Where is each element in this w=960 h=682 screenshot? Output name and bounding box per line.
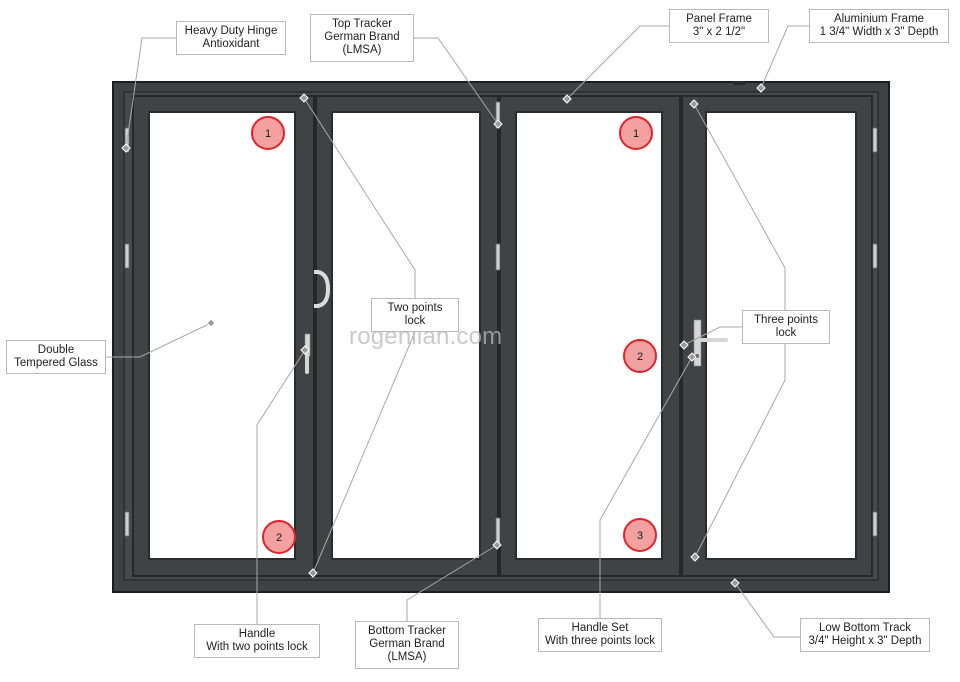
leader-tip-icon xyxy=(121,143,131,153)
callout-line: 3" x 2 1/2" xyxy=(692,26,746,38)
hinge-icon xyxy=(872,127,878,153)
callout-line: lock xyxy=(404,315,426,327)
number-badge-label: 3 xyxy=(637,530,643,542)
callout-line: 1 3/4" Width x 3" Depth xyxy=(819,26,939,38)
callout-line: With three points lock xyxy=(545,635,655,647)
number-badge xyxy=(623,518,657,552)
number-badge-label: 2 xyxy=(276,532,282,544)
leader-tip-icon xyxy=(689,99,699,109)
leader-line-three-lock-mid xyxy=(683,326,742,346)
leader-line-hinge xyxy=(125,37,176,149)
panel-2-glass xyxy=(331,111,481,560)
callout-line: Low Bottom Track xyxy=(818,622,912,634)
hinge-icon xyxy=(124,511,130,537)
callout-line: Top Tracker xyxy=(331,18,393,30)
callout-line: Antioxidant xyxy=(202,38,260,50)
number-badge-label: 1 xyxy=(265,128,271,140)
callout-line: German Brand xyxy=(324,31,400,43)
leader-tip-icon xyxy=(687,352,697,362)
leader-tip-icon xyxy=(206,318,216,328)
callout-line: Two points xyxy=(387,302,443,314)
leader-tip-icon xyxy=(756,83,766,93)
leader-tip-icon xyxy=(679,340,689,350)
callout-line: 3/4" Height x 3" Depth xyxy=(808,635,922,647)
number-badge-label: 2 xyxy=(637,351,643,363)
hinge-icon xyxy=(872,511,878,537)
callout-line: Double xyxy=(37,344,75,356)
handle-set-plate-icon xyxy=(693,319,702,367)
leader-line-two-lock-top xyxy=(303,97,416,298)
callout-line: Handle xyxy=(238,628,276,640)
leader-line-handle-set xyxy=(599,356,693,618)
leader-line-alu-frame xyxy=(760,25,809,89)
leader-line-top-tracker xyxy=(414,37,499,125)
panel-1-glass xyxy=(148,111,296,560)
callout-line: Panel Frame xyxy=(686,13,752,25)
number-badge xyxy=(619,116,653,150)
number-badge xyxy=(262,520,296,554)
hinge-icon xyxy=(495,517,501,545)
leader-line-bottom-tracker xyxy=(406,544,498,621)
leader-tip-icon xyxy=(690,552,700,562)
leader-tip-icon xyxy=(730,578,740,588)
hinge-icon xyxy=(495,243,501,271)
hinge-icon xyxy=(872,243,878,269)
number-badge xyxy=(251,116,285,150)
callout-line: Three points xyxy=(754,314,818,326)
callout-line: (LMSA) xyxy=(387,651,427,663)
number-badge xyxy=(623,339,657,373)
top-tracker-cap xyxy=(733,81,745,85)
callout-line: With two points lock xyxy=(206,641,308,653)
leader-line-glass xyxy=(106,322,212,358)
leader-tip-icon xyxy=(562,94,572,104)
hinge-icon xyxy=(124,243,130,269)
callout-line: Heavy Duty Hinge xyxy=(184,25,278,37)
panel-3-glass xyxy=(515,111,663,560)
leader-line-three-lock-top xyxy=(693,103,786,310)
leader-tip-icon xyxy=(300,345,310,355)
callout-line: (LMSA) xyxy=(342,44,382,56)
leader-line-handle-two xyxy=(256,349,306,624)
leader-line-panel-frame xyxy=(566,25,669,100)
leader-tip-icon xyxy=(308,568,318,578)
callout-line: German Brand xyxy=(369,638,445,650)
callout-line: Bottom Tracker xyxy=(368,625,446,637)
callout-line: Aluminium Frame xyxy=(833,13,925,25)
d-pull-handle-icon xyxy=(314,270,331,308)
leader-line-three-lock-bot xyxy=(694,344,786,558)
leader-line-bottom-track xyxy=(734,582,800,638)
leader-tip-icon xyxy=(299,93,309,103)
leader-tip-icon xyxy=(492,540,502,550)
callout-line: lock xyxy=(775,327,797,339)
number-badge-label: 1 xyxy=(633,128,639,140)
callout-line: Handle Set xyxy=(571,622,629,634)
callout-line: Tempered Glass xyxy=(14,357,98,369)
leader-tip-icon xyxy=(493,119,503,129)
leader-line-two-lock-bot xyxy=(312,331,416,574)
